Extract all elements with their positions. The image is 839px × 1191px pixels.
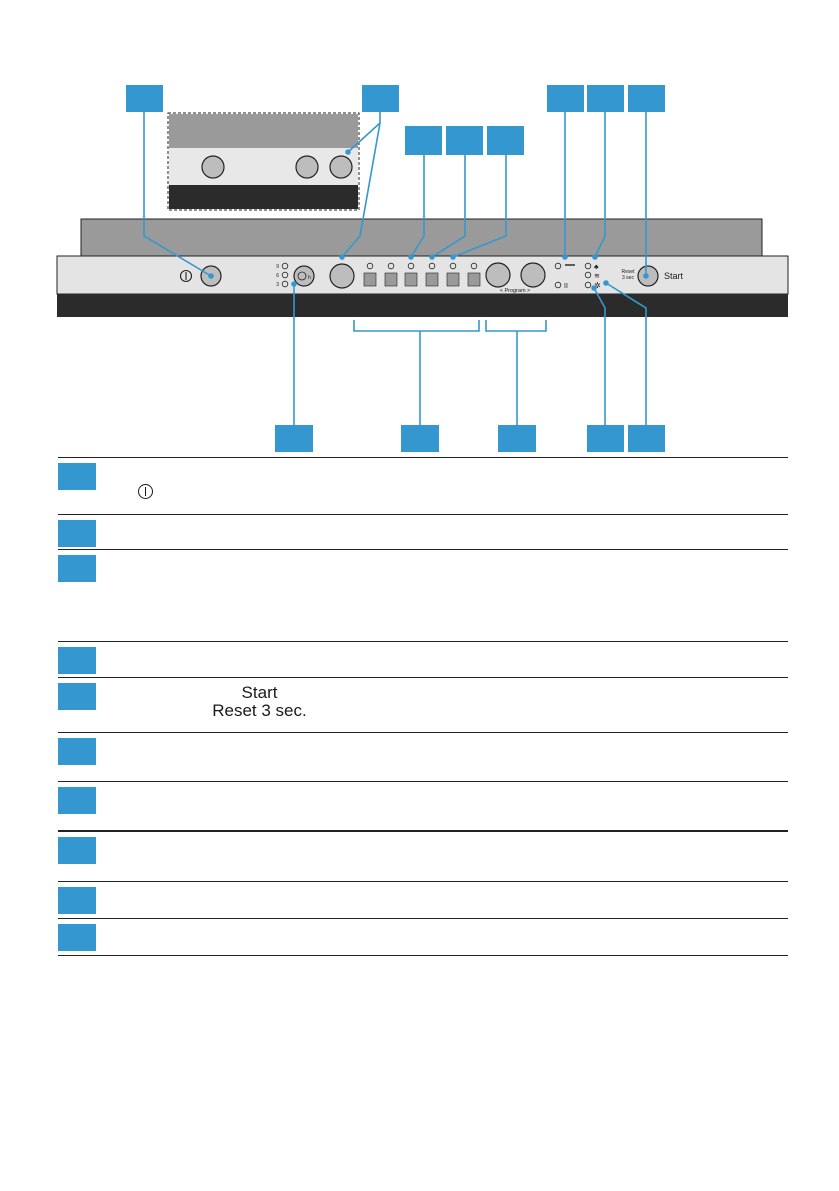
salt-icon: ≋	[594, 273, 600, 280]
callout-badge	[275, 425, 313, 452]
callout-badge	[126, 85, 163, 112]
callout-badge	[58, 683, 96, 710]
panel-dark-strip	[57, 294, 788, 317]
legend-row	[58, 919, 788, 956]
callout-badge	[405, 126, 442, 155]
legend-row	[58, 550, 788, 642]
legend-table: Start Reset 3 sec.	[58, 457, 788, 956]
inset-button-2	[295, 155, 319, 179]
callout-badge	[58, 787, 96, 814]
clock-icon	[297, 271, 307, 281]
legend-row	[58, 457, 788, 515]
callout-badge	[587, 425, 624, 452]
callout-badge	[628, 425, 665, 452]
rinse-aid-icon: ✲	[594, 281, 601, 290]
callout-badge	[58, 555, 96, 582]
callout-badge	[401, 425, 439, 452]
callout-badge	[58, 836, 96, 864]
start-text: Start	[241, 683, 278, 702]
delay-mark-6: 6	[276, 273, 279, 279]
program-next-button	[520, 262, 546, 288]
inset-button-3	[329, 155, 353, 179]
callout-badge	[58, 887, 96, 914]
callout-badge	[58, 520, 96, 547]
reset-label-2: 3 sec	[622, 275, 634, 281]
control-panel-diagram: 9 6 3 h < Program > II ♣	[56, 85, 789, 452]
callout-badge	[498, 425, 536, 452]
program-indicators	[363, 262, 481, 287]
delay-mark-9: 9	[276, 264, 279, 270]
program-label: < Program >	[500, 288, 531, 294]
callout-badge	[628, 85, 665, 112]
legend-row	[58, 782, 788, 831]
status-indicators: II ♣ ≋ ✲	[554, 262, 601, 290]
delay-start-button	[293, 265, 315, 287]
delay-indicators: 9 6 3 h	[276, 262, 315, 288]
legend-row	[58, 515, 788, 550]
reset-text: Reset 3 sec.	[212, 701, 307, 720]
program-prev-button	[485, 262, 511, 288]
power-icon	[179, 269, 193, 283]
panel-body	[56, 255, 789, 295]
svg-text:h: h	[308, 275, 311, 281]
legend-row	[58, 642, 788, 678]
legend-row: Start Reset 3 sec.	[58, 678, 788, 733]
callout-badge	[58, 647, 96, 674]
water-tap-icon: ♣	[594, 264, 599, 271]
svg-text:II: II	[564, 283, 568, 290]
options-button	[329, 263, 355, 289]
callout-badge	[58, 738, 96, 765]
callout-badges	[126, 85, 665, 452]
callout-badge	[487, 126, 524, 155]
leader-lines	[143, 112, 647, 425]
top-cover	[80, 218, 763, 257]
callout-badge	[547, 85, 584, 112]
start-label: Start	[664, 271, 684, 281]
inset-button-1	[201, 155, 225, 179]
legend-row	[58, 831, 788, 882]
leader-dots	[208, 149, 649, 291]
legend-row	[58, 882, 788, 919]
callout-badge	[58, 924, 96, 951]
reset-label-1: Reset	[621, 269, 635, 275]
callout-badge	[362, 85, 399, 112]
callout-badge	[446, 126, 483, 155]
power-icon	[138, 484, 153, 499]
legend-row	[58, 733, 788, 782]
delay-mark-3: 3	[276, 282, 279, 288]
inset-detail	[167, 112, 360, 211]
callout-badge	[58, 463, 96, 490]
callout-badge	[587, 85, 624, 112]
